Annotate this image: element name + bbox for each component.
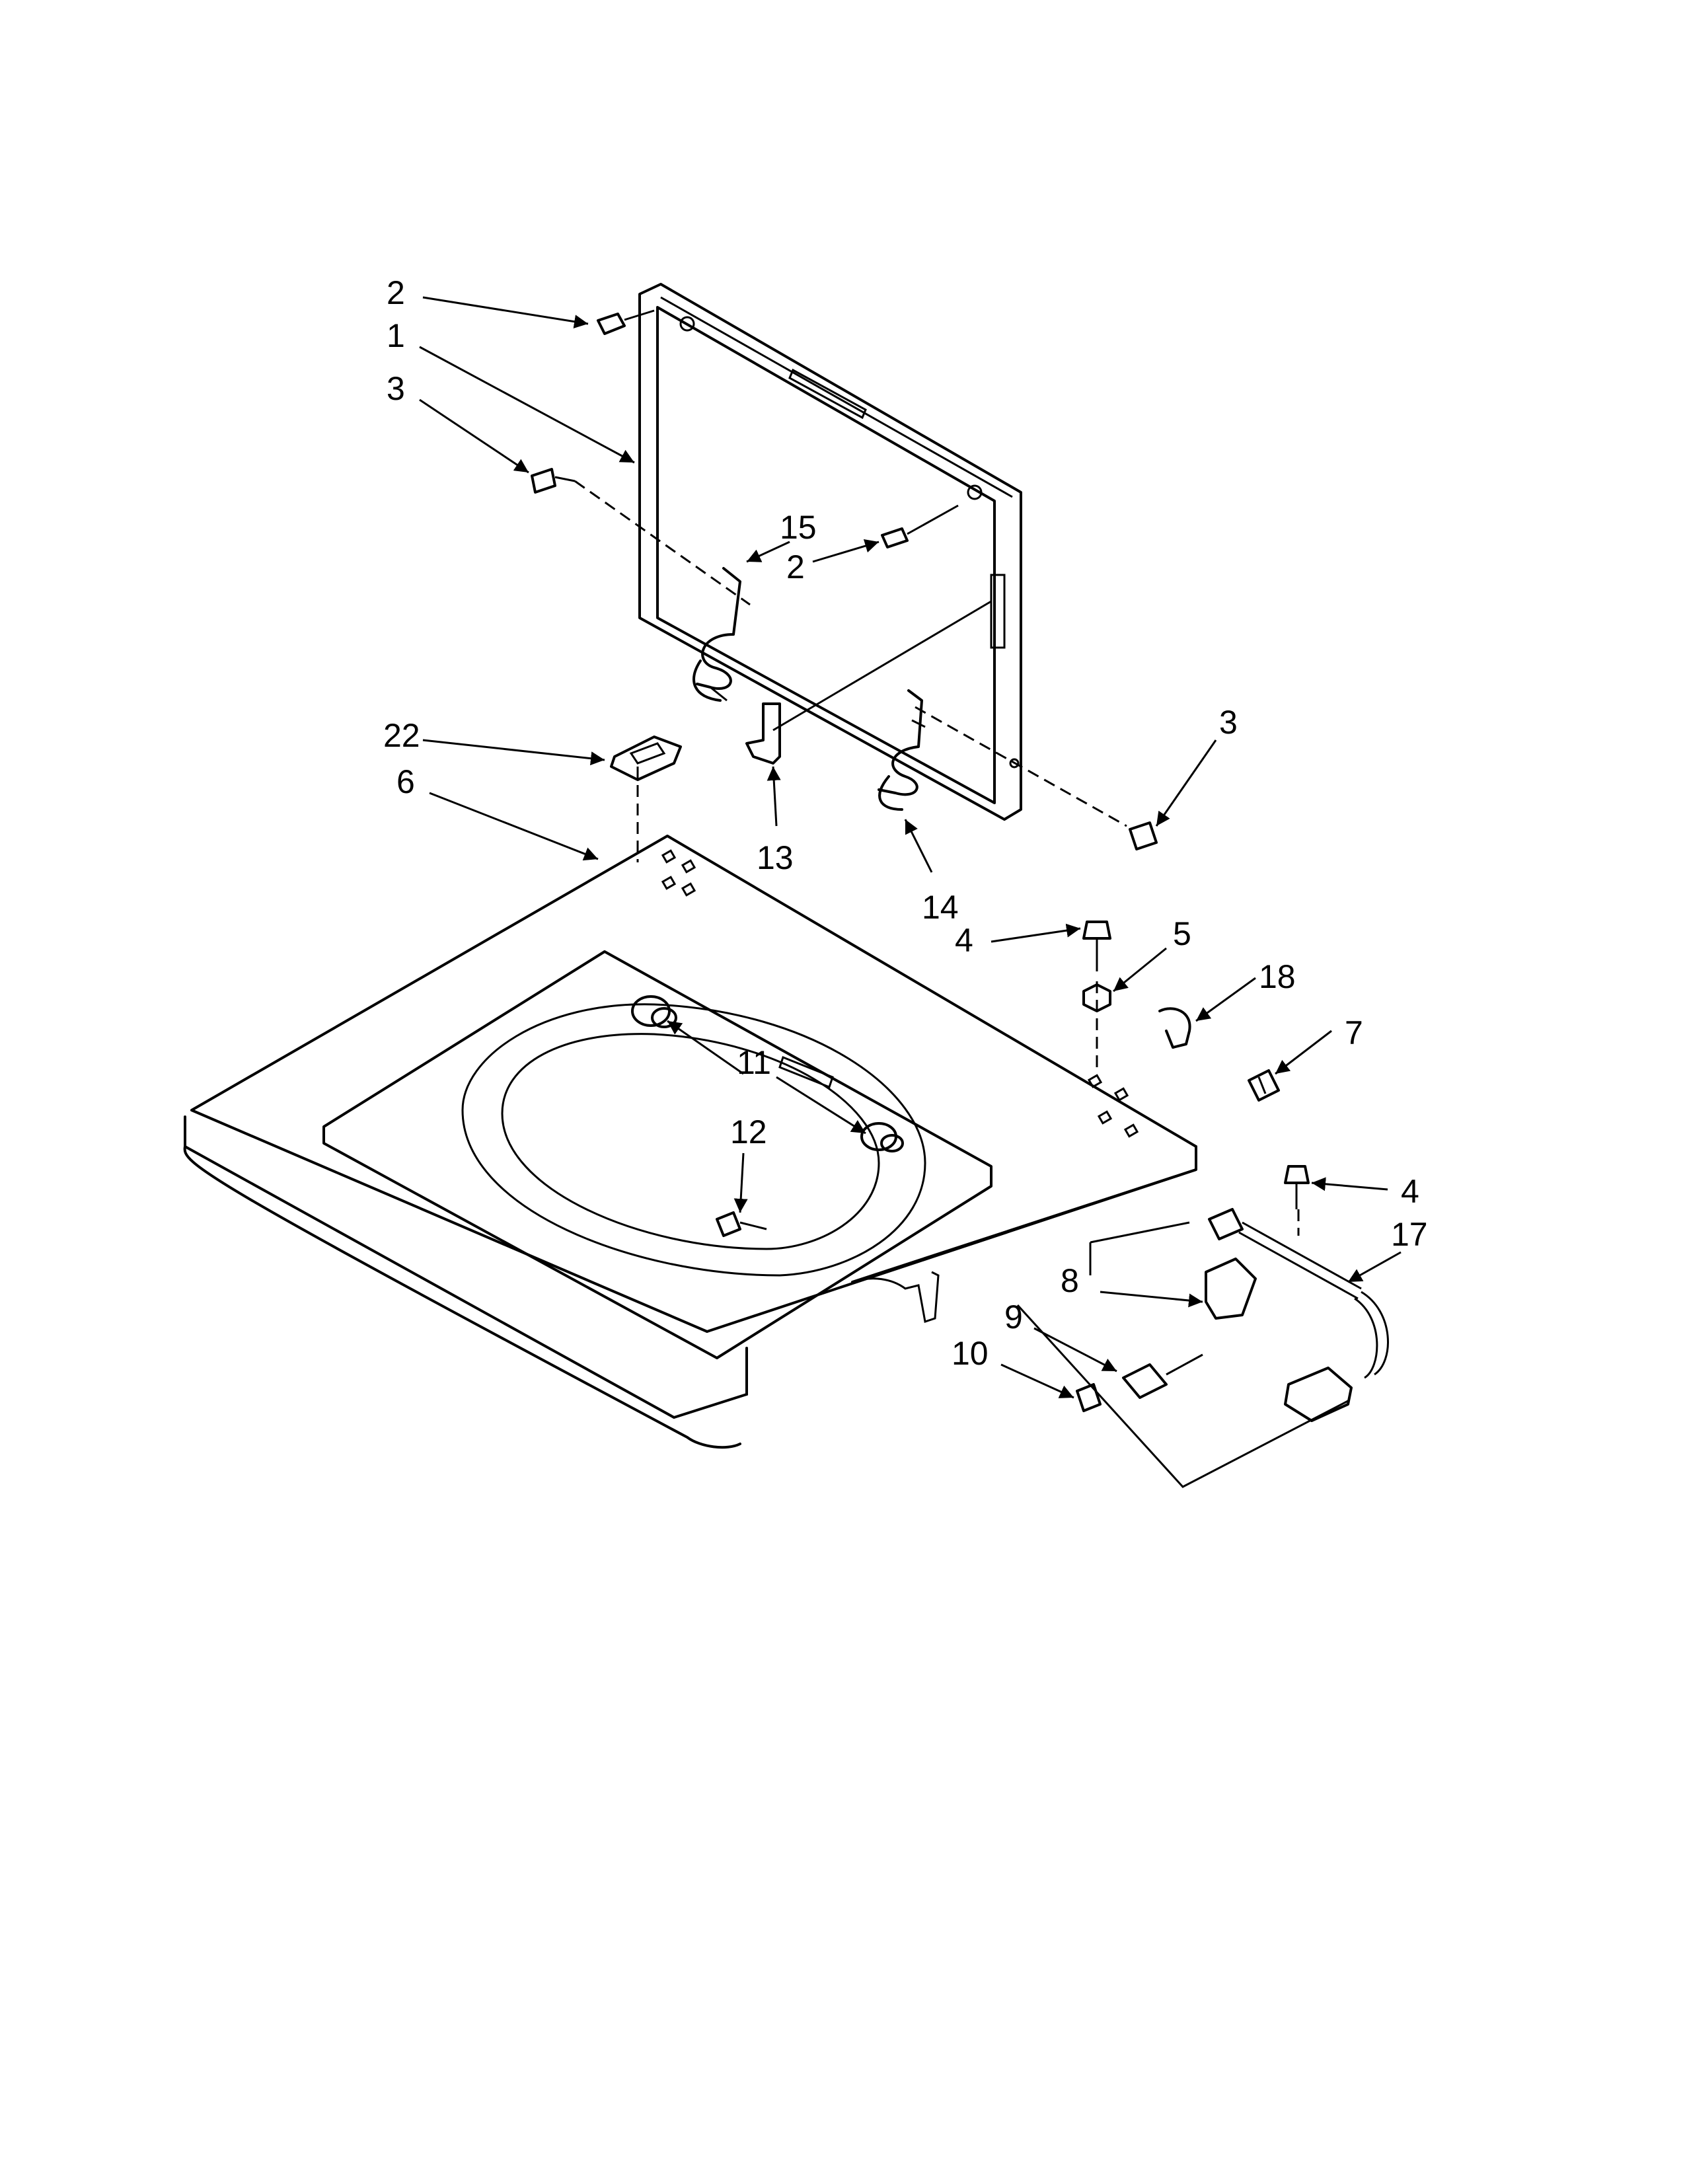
hinge-hook-right [878, 689, 926, 811]
callout-3-right: 3 [1219, 704, 1238, 741]
callout-12: 12 [730, 1113, 767, 1150]
callout-15: 15 [780, 509, 817, 546]
screw-4-upper [1082, 921, 1111, 971]
callout-4-lower: 4 [1401, 1173, 1419, 1210]
lid-switch-cover [610, 735, 682, 781]
clip-10 [1076, 1383, 1102, 1412]
callout-2-middle: 2 [786, 548, 805, 585]
switch-housing-8 [1205, 1258, 1257, 1320]
actuator-9 [1122, 1353, 1203, 1399]
leader-lines [419, 296, 1402, 1399]
switch-outline [1016, 1221, 1349, 1488]
nut-5 [1082, 983, 1111, 1012]
callout-5: 5 [1173, 915, 1191, 952]
bumper-upper [631, 995, 677, 1028]
align-line-2 [915, 706, 1127, 827]
switch-harness-17 [1208, 1208, 1389, 1422]
callout-7: 7 [1345, 1014, 1363, 1051]
callout-3-left: 3 [387, 370, 405, 407]
pin-middle [881, 504, 959, 548]
align-line-1 [574, 480, 751, 606]
screw-4-lower [1284, 1165, 1310, 1209]
callout-labels: 2 1 3 15 2 3 22 6 13 14 4 5 18 7 11 12 4… [383, 274, 1428, 1372]
lid-frame [638, 283, 1022, 821]
callout-9: 9 [1004, 1299, 1023, 1336]
top-panel [183, 835, 1197, 1449]
pin-top [597, 309, 655, 335]
callout-6: 6 [396, 763, 415, 800]
screw-right [1129, 821, 1158, 850]
callout-2-top: 2 [387, 274, 405, 311]
callout-10: 10 [952, 1335, 989, 1372]
callout-8: 8 [1061, 1262, 1079, 1299]
callout-17: 17 [1391, 1216, 1428, 1253]
clip-18 [1158, 1007, 1191, 1049]
hinge-bracket [745, 702, 781, 765]
align-line-3 [772, 600, 992, 732]
callout-18: 18 [1259, 958, 1296, 995]
screw-left [531, 468, 576, 494]
callout-11: 11 [737, 1044, 771, 1081]
callout-4-upper: 4 [955, 922, 973, 959]
callout-13: 13 [757, 839, 794, 876]
part-7 [1248, 1069, 1280, 1102]
callout-14: 14 [922, 889, 959, 926]
hinge-hook-left [693, 567, 741, 702]
callout-22: 22 [383, 717, 420, 754]
callout-1: 1 [387, 317, 405, 354]
screw-12 [716, 1211, 767, 1237]
bumper-lower [860, 1122, 904, 1152]
